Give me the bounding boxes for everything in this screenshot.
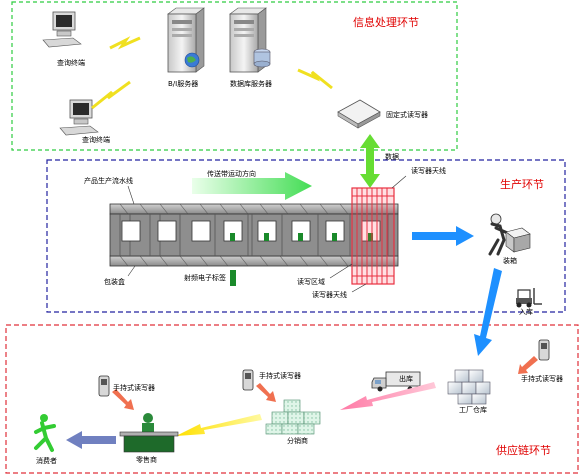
handheld-reader-label: 手持式读写器 bbox=[259, 372, 301, 380]
rfid-tags bbox=[230, 233, 373, 241]
server-icon bbox=[167, 7, 205, 73]
query-terminal-label: 查询终端 bbox=[57, 59, 85, 67]
conveyor-direction-arrow bbox=[192, 172, 312, 200]
flow-arrow-to-retailer bbox=[176, 414, 262, 436]
packing-label: 装箱 bbox=[503, 257, 517, 265]
reader-antenna-label: 读写器天线 bbox=[312, 291, 347, 299]
read-area-label: 读写区域 bbox=[297, 278, 325, 286]
query-terminal-label: 查询终端 bbox=[82, 136, 110, 144]
conveyor-direction-label: 传送带运动方向 bbox=[207, 170, 256, 178]
reader-pointer-arrow bbox=[256, 383, 276, 402]
factory-warehouse-label: 工厂仓库 bbox=[459, 406, 487, 414]
rfid-tag-sample bbox=[230, 270, 236, 286]
handheld-reader-icon bbox=[98, 375, 110, 397]
info-section-border bbox=[11, 1, 458, 151]
lightning-signal-icon bbox=[91, 80, 131, 110]
lightning-signal-icon bbox=[109, 36, 141, 50]
computer-icon bbox=[59, 99, 99, 136]
section-title-production: 生产环节 bbox=[500, 178, 544, 191]
warehouse-in-label: 入库 bbox=[519, 308, 533, 316]
consumer-icon bbox=[34, 414, 56, 452]
distributor-label: 分销商 bbox=[287, 437, 308, 445]
flow-arrow-to-distributor bbox=[340, 382, 436, 410]
production-section-border bbox=[46, 159, 566, 313]
rfid-tag-label: 射频电子标签 bbox=[184, 274, 226, 282]
bi-server-label: B/I服务器 bbox=[168, 80, 199, 88]
reader-antenna-label: 读写器天线 bbox=[411, 167, 446, 175]
reader-pointer-arrow bbox=[518, 356, 538, 374]
handheld-reader-icon bbox=[242, 369, 254, 391]
computer-icon bbox=[42, 11, 82, 48]
lightning-signal-icon bbox=[297, 68, 333, 90]
handheld-reader-icon bbox=[538, 339, 550, 361]
shipping-label: 出库 bbox=[399, 375, 413, 383]
package-boxes bbox=[121, 220, 381, 242]
product-line-label: 产品生产流水线 bbox=[84, 177, 133, 185]
section-title-supply: 供应链环节 bbox=[496, 444, 551, 457]
db-server-label: 数据库服务器 bbox=[230, 80, 272, 88]
flow-arrow-to-warehouse bbox=[474, 268, 502, 356]
counter-icon bbox=[119, 413, 179, 453]
data-transfer-arrow bbox=[360, 134, 380, 188]
handheld-reader-label: 手持式读写器 bbox=[521, 375, 563, 383]
read-zone bbox=[351, 187, 395, 285]
boxes-icon bbox=[265, 399, 321, 435]
worker-icon bbox=[488, 213, 531, 256]
database-server-icon bbox=[229, 7, 271, 73]
flow-arrow-to-consumer bbox=[66, 431, 116, 449]
reader-device-icon bbox=[337, 99, 381, 129]
packaging-box-label: 包装盒 bbox=[104, 278, 125, 286]
boxes-icon bbox=[447, 369, 491, 405]
reader-pointer-arrow bbox=[112, 389, 134, 410]
forklift-icon bbox=[516, 288, 542, 308]
consumer-label: 消费者 bbox=[36, 457, 57, 465]
retailer-label: 零售商 bbox=[136, 456, 157, 464]
truck-icon bbox=[371, 371, 421, 392]
section-title-info: 信息处理环节 bbox=[353, 16, 419, 29]
flow-arrow-to-packing bbox=[412, 226, 474, 246]
data-label: 数据 bbox=[385, 153, 399, 161]
supply-section-border bbox=[5, 324, 579, 474]
fixed-reader-label: 固定式读写器 bbox=[386, 111, 428, 119]
handheld-reader-label: 手持式读写器 bbox=[113, 384, 155, 392]
